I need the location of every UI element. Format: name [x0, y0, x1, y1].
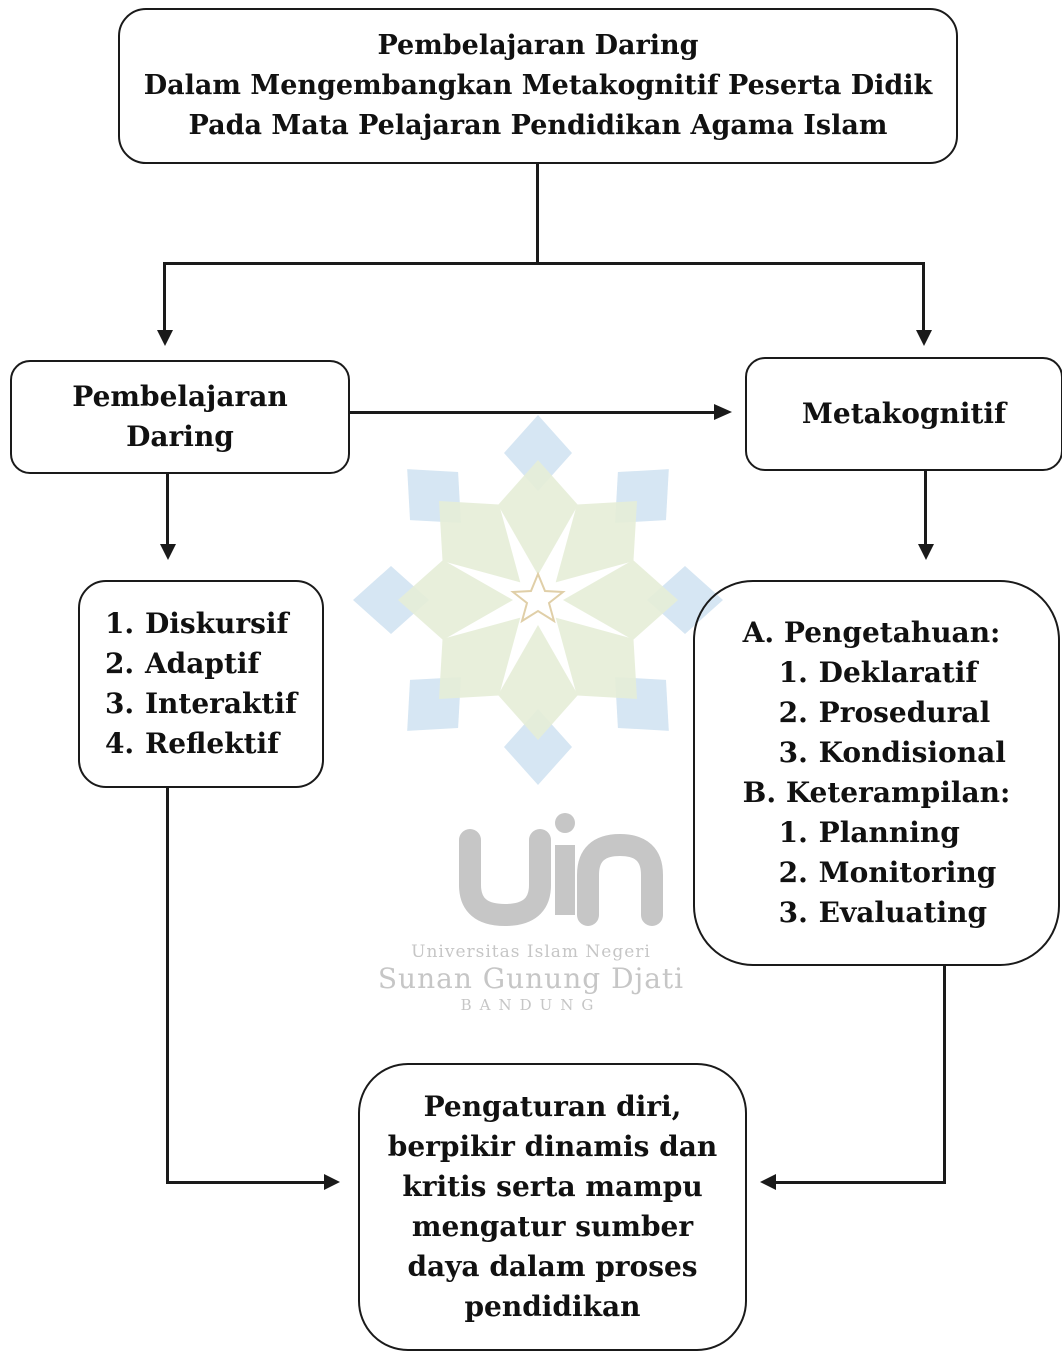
- connector-left-list-down: [166, 788, 169, 1183]
- connector-top-horizontal: [163, 262, 925, 265]
- section-head: B. Keterampilan:: [742, 776, 1011, 809]
- left-list-item: 3.Interaktif: [104, 687, 298, 720]
- connector-left-down: [163, 262, 166, 332]
- section-head: A. Pengetahuan:: [742, 616, 1001, 649]
- right-list-item: 3.Kondisional: [778, 736, 1006, 769]
- connector-left-box-down: [166, 474, 169, 546]
- title-box: Pembelajaran Daring Dalam Mengembangkan …: [118, 8, 958, 164]
- arrow-to-right-list-icon: [918, 544, 934, 560]
- arrow-left-to-right-icon: [714, 404, 732, 420]
- outcome-line: berpikir dinamis dan: [387, 1130, 718, 1163]
- outcome-line: Pengaturan diri,: [423, 1090, 682, 1123]
- connector-right-down: [922, 262, 925, 332]
- connector-right-box-down: [924, 471, 927, 546]
- connector-left-to-bottom: [166, 1181, 326, 1184]
- right-list-item: 1.Planning: [778, 816, 960, 849]
- connector-left-to-right: [350, 411, 716, 414]
- right-list-item: 2.Monitoring: [778, 856, 997, 889]
- pembelajaran-daring-box: Pembelajaran Daring: [10, 360, 350, 474]
- right-list-item: 2.Prosedural: [778, 696, 991, 729]
- right-list-item: 3.Evaluating: [778, 896, 988, 929]
- right-list-box: A. Pengetahuan: 1.Deklaratif 2.Prosedura…: [693, 580, 1060, 966]
- connector-title-down: [536, 164, 539, 264]
- arrow-to-left-list-icon: [160, 544, 176, 560]
- connector-right-to-bottom: [774, 1181, 946, 1184]
- left-list-item: 2.Adaptif: [104, 647, 260, 680]
- arrow-to-left-box-icon: [157, 330, 173, 346]
- outcome-box: Pengaturan diri, berpikir dinamis dan kr…: [358, 1063, 747, 1351]
- left-list-item: 4.Reflektif: [104, 727, 280, 760]
- connector-right-list-down: [943, 966, 946, 1184]
- outcome-line: daya dalam proses: [407, 1250, 698, 1283]
- title-line-3: Pada Mata Pelajaran Pendidikan Agama Isl…: [188, 110, 888, 141]
- right-list-item: 1.Deklaratif: [778, 656, 978, 689]
- left-box-line-2: Daring: [126, 420, 234, 453]
- outcome-line: kritis serta mampu: [402, 1170, 703, 1203]
- arrow-left-to-bottom-icon: [324, 1174, 340, 1190]
- left-box-line-1: Pembelajaran: [72, 380, 288, 413]
- left-list-box: 1.Diskursif 2.Adaptif 3.Interaktif 4.Ref…: [78, 580, 324, 788]
- title-line-2: Dalam Mengembangkan Metakognitif Peserta…: [143, 70, 933, 101]
- metakognitif-box: Metakognitif: [745, 357, 1062, 471]
- arrow-to-right-box-icon: [916, 330, 932, 346]
- title-line-1: Pembelajaran Daring: [377, 30, 699, 61]
- outcome-line: pendidikan: [464, 1290, 641, 1323]
- right-box-label: Metakognitif: [801, 397, 1007, 430]
- arrow-right-to-bottom-icon: [760, 1174, 776, 1190]
- outcome-line: mengatur sumber: [411, 1210, 694, 1243]
- left-list-item: 1.Diskursif: [104, 607, 289, 640]
